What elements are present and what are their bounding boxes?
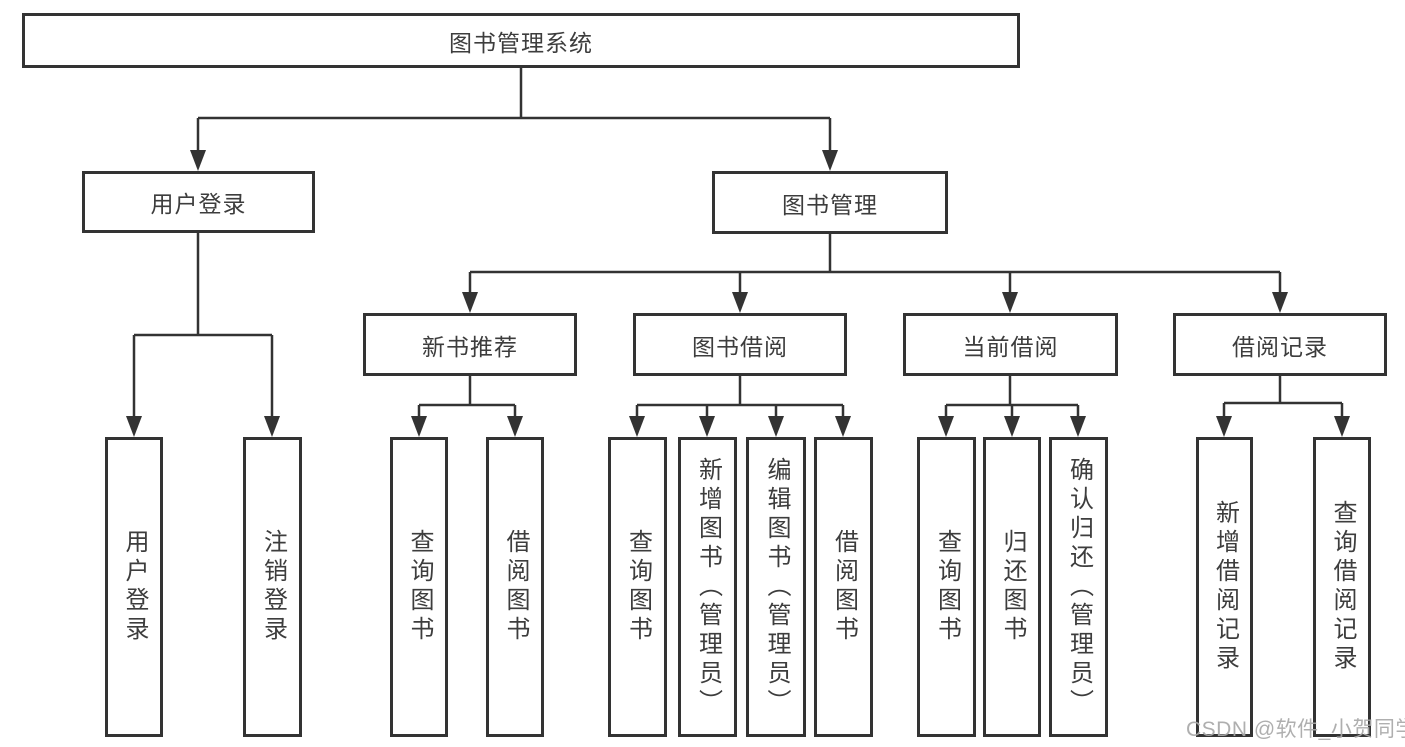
node-borrow-records: 借阅记录	[1173, 313, 1387, 376]
leaf-query-books-current-label: 查询图书	[933, 529, 961, 645]
leaf-query-books-recommend: 查询图书	[390, 437, 448, 737]
leaf-add-borrow-record: 新增借阅记录	[1196, 437, 1253, 737]
node-book-management: 图书管理	[712, 171, 948, 234]
leaf-user-login: 用户登录	[105, 437, 163, 737]
leaf-confirm-return-admin: 确认归还（管理员）	[1049, 437, 1108, 737]
leaf-confirm-return-admin-label: 确认归还（管理员）	[1065, 456, 1093, 718]
node-user-login: 用户登录	[82, 171, 315, 233]
leaf-query-books-recommend-label: 查询图书	[406, 529, 433, 645]
tree-edge-lines	[132, 68, 1344, 417]
node-current-borrow: 当前借阅	[903, 313, 1118, 376]
node-book-management-label: 图书管理	[782, 191, 878, 218]
leaf-return-book: 归还图书	[983, 437, 1041, 737]
node-new-book-recommend: 新书推荐	[363, 313, 577, 376]
node-book-borrow-label: 图书借阅	[692, 333, 788, 360]
leaf-add-book-admin-label: 新增图书（管理员）	[694, 456, 722, 718]
csdn-watermark: CSDN @软件_小贺同学	[1186, 718, 1405, 741]
leaf-query-borrow-record: 查询借阅记录	[1313, 437, 1371, 737]
leaf-query-books-current: 查询图书	[917, 437, 976, 737]
leaf-borrow-books-recommend: 借阅图书	[486, 437, 544, 737]
leaf-add-borrow-record-label: 新增借阅记录	[1211, 500, 1239, 674]
leaf-borrow-books: 借阅图书	[814, 437, 873, 737]
node-root-label: 图书管理系统	[449, 29, 593, 56]
node-new-book-recommend-label: 新书推荐	[422, 333, 518, 360]
node-current-borrow-label: 当前借阅	[962, 333, 1059, 360]
node-borrow-records-label: 借阅记录	[1232, 333, 1328, 360]
node-root-system: 图书管理系统	[22, 13, 1020, 68]
leaf-query-books-borrow: 查询图书	[608, 437, 667, 737]
leaf-query-books-borrow-label: 查询图书	[624, 529, 652, 645]
leaf-add-book-admin: 新增图书（管理员）	[678, 437, 737, 737]
leaf-borrow-books-recommend-label: 借阅图书	[502, 529, 529, 645]
leaf-return-book-label: 归还图书	[999, 529, 1026, 645]
arrowhead-icons	[126, 150, 1350, 437]
leaf-query-borrow-record-label: 查询借阅记录	[1329, 500, 1356, 674]
leaf-edit-book-admin: 编辑图书（管理员）	[746, 437, 806, 737]
leaf-edit-book-admin-label: 编辑图书（管理员）	[763, 456, 790, 718]
leaf-borrow-books-label: 借阅图书	[830, 529, 858, 645]
node-book-borrow: 图书借阅	[633, 313, 847, 376]
leaf-logout-label: 注销登录	[259, 529, 287, 645]
leaf-logout: 注销登录	[243, 437, 302, 737]
leaf-user-login-label: 用户登录	[121, 529, 148, 645]
node-user-login-label: 用户登录	[150, 191, 247, 217]
